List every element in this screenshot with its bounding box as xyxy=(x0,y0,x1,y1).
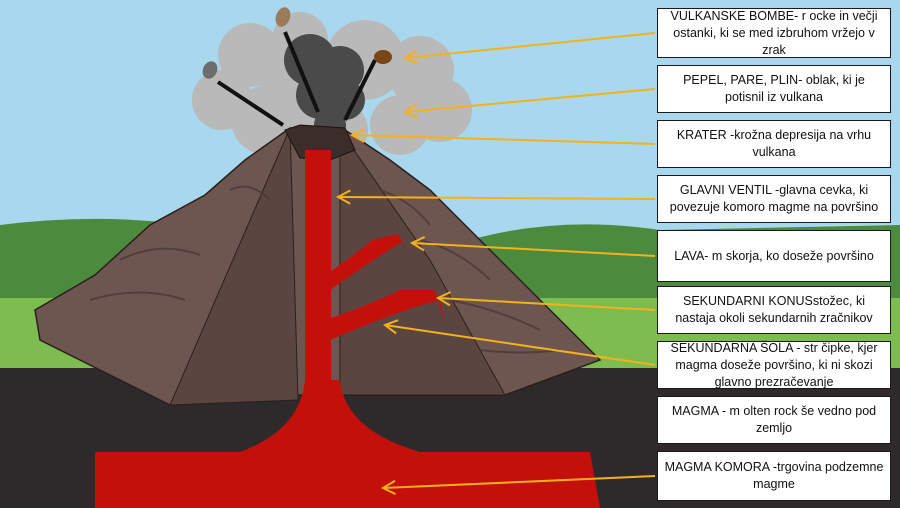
arrow-head-4 xyxy=(335,189,351,205)
volcano-cutaway-right xyxy=(339,128,506,396)
magma-chamber xyxy=(95,452,600,508)
arrow-head-1 xyxy=(402,49,419,65)
arrow-line-4 xyxy=(337,196,656,200)
label-box-3: KRATER -krožna depresija na vrhu vulkana xyxy=(657,120,891,168)
arrow-line-1 xyxy=(404,32,656,59)
arrow-line-2 xyxy=(404,88,656,113)
arrow-line-6 xyxy=(437,297,656,311)
rock-texture xyxy=(89,185,561,354)
magma-pool xyxy=(240,380,420,452)
arrow-head-6 xyxy=(435,291,452,307)
label-box-9: MAGMA KOMORA -trgovina podzemne magme xyxy=(657,451,891,501)
dark-smoke xyxy=(284,34,365,141)
label-text-8: MAGMA - m olten rock še vedno pod zemljo xyxy=(671,404,877,435)
arrow-head-3 xyxy=(349,127,365,143)
crater xyxy=(284,124,356,161)
label-box-8: MAGMA - m olten rock še vedno pod zemljo xyxy=(657,396,891,444)
volcanic-bombs xyxy=(202,7,392,127)
main-vent xyxy=(305,150,331,390)
arrow-line-9 xyxy=(382,475,656,489)
arrow-head-5 xyxy=(409,236,426,252)
arrow-head-7 xyxy=(382,319,399,335)
arrow-line-5 xyxy=(411,242,656,257)
label-box-1: VULKANSKE BOMBE- r ocke in večji ostanki… xyxy=(657,8,891,58)
label-box-6: SEKUNDARNI KONUSstožec, ki nastaja okoli… xyxy=(657,286,891,334)
label-box-5: LAVA- m skorja, ko doseže površino xyxy=(657,230,891,282)
label-text-2: PEPEL, PARE, PLIN- oblak, ki je potisnil… xyxy=(683,73,865,104)
arrow-line-7 xyxy=(384,324,656,366)
label-text-6: SEKUNDARNI KONUSstožec, ki nastaja okoli… xyxy=(675,294,873,325)
secondary-dike xyxy=(325,290,445,340)
label-text-9: MAGMA KOMORA -trgovina podzemne magme xyxy=(664,460,884,491)
arrow-line-3 xyxy=(351,134,656,145)
label-box-4: GLAVNI VENTIL -glavna cevka, ki povezuje… xyxy=(657,175,891,223)
arrow-head-9 xyxy=(380,479,397,496)
label-box-7: SEKUNDARNA ŠOLA - str čipke, kjer magma … xyxy=(657,341,891,389)
label-text-4: GLAVNI VENTIL -glavna cevka, ki povezuje… xyxy=(669,183,879,214)
label-text-5: LAVA- m skorja, ko doseže površino xyxy=(674,248,874,263)
label-box-2: PEPEL, PARE, PLIN- oblak, ki je potisnil… xyxy=(657,65,891,113)
label-text-7: SEKUNDARNA ŠOLA - str čipke, kjer magma … xyxy=(670,340,878,389)
pointer-arrows xyxy=(335,32,656,496)
label-text-3: KRATER -krožna depresija na vrhu vulkana xyxy=(676,128,872,159)
lava-branch xyxy=(325,234,410,290)
arrow-head-2 xyxy=(402,103,419,119)
label-text-1: VULKANSKE BOMBE- r ocke in večji ostanki… xyxy=(670,8,878,57)
